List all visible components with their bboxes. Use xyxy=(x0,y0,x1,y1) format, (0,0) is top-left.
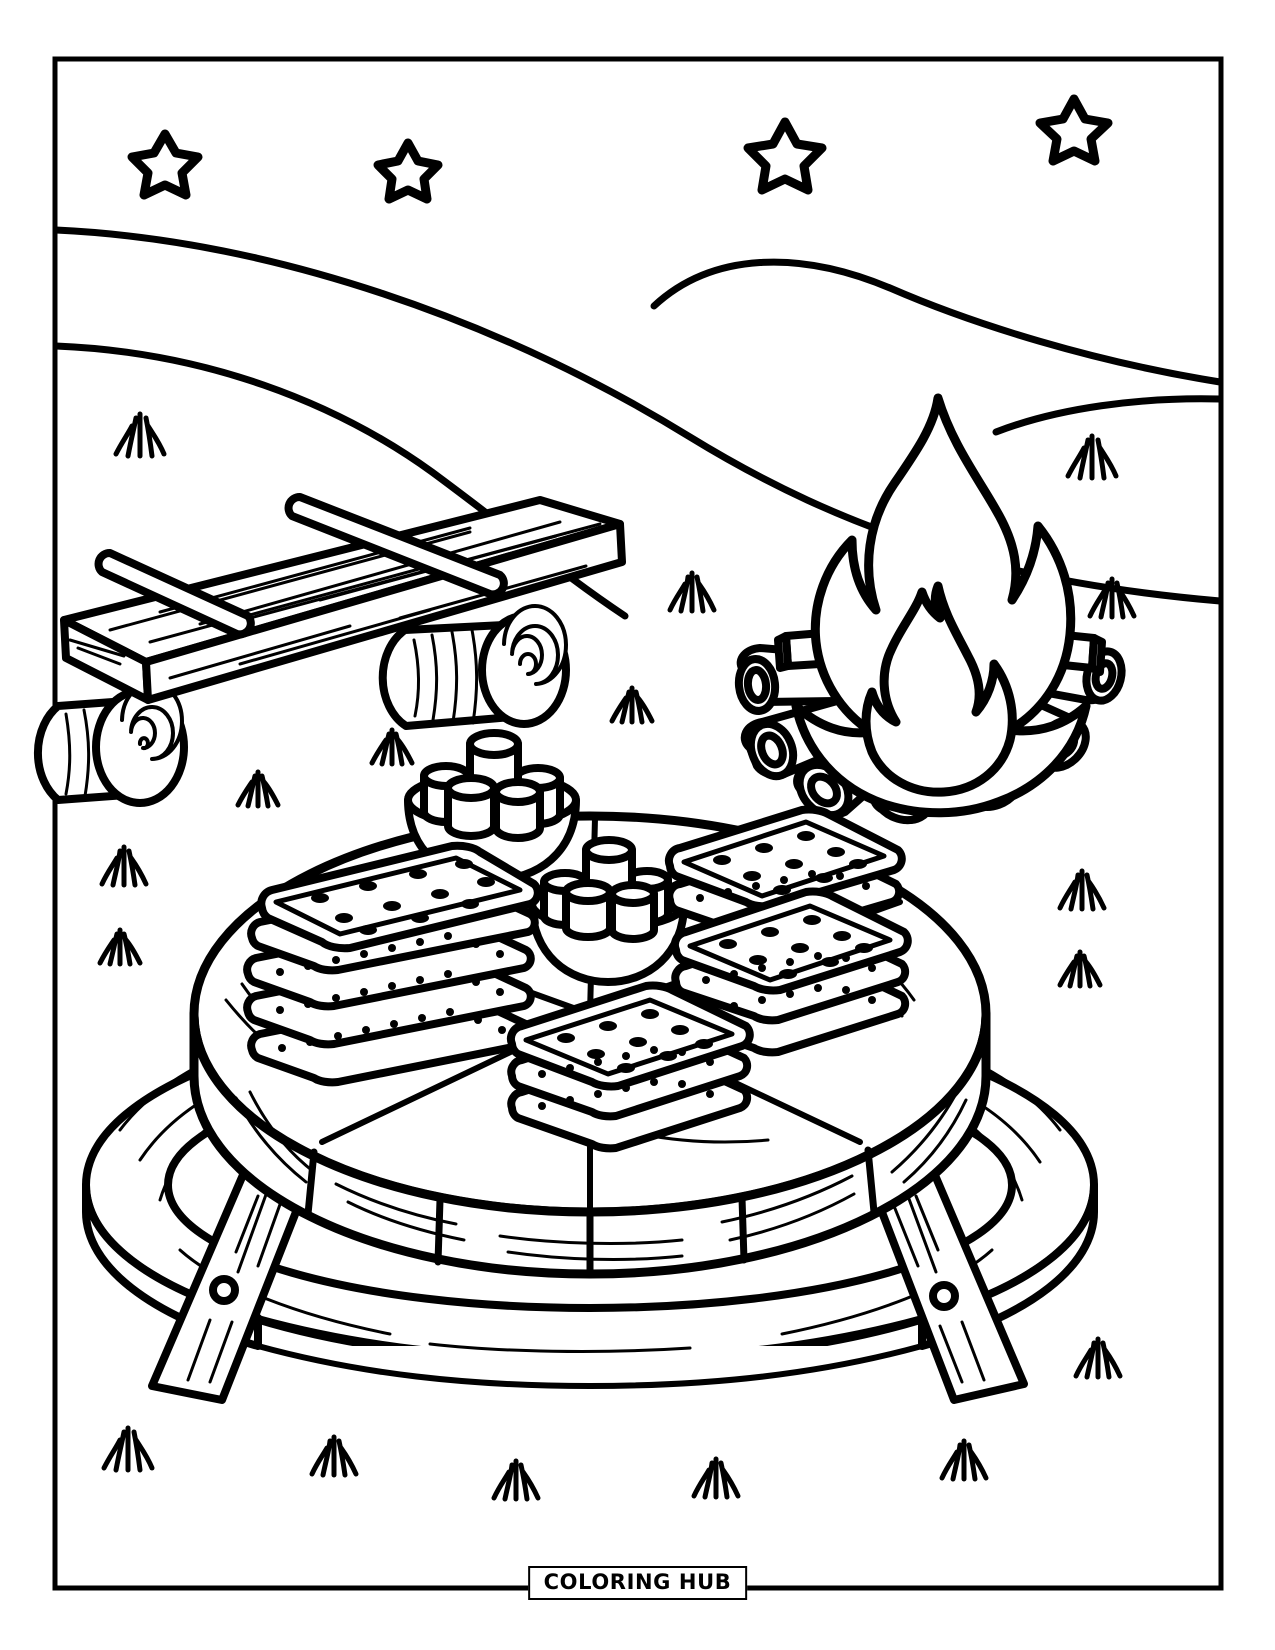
grass-tuft xyxy=(491,1458,541,1502)
marshmallow-top xyxy=(562,879,614,905)
campfire xyxy=(734,393,1126,825)
cracker-top-face xyxy=(687,903,893,983)
star-icon xyxy=(373,138,443,204)
grass-tuft xyxy=(1073,1336,1123,1380)
campfire-log-ring xyxy=(743,666,771,704)
campfire-log-back xyxy=(1088,634,1106,676)
flame-inner xyxy=(861,581,1017,797)
grass-tuft xyxy=(1087,576,1137,620)
grass-tuft xyxy=(235,769,281,809)
grass-tuft xyxy=(113,411,167,459)
grass-tuft xyxy=(309,1434,359,1478)
table-rim-grain xyxy=(234,1088,968,1261)
cracker-edge-dots xyxy=(538,1046,714,1110)
leg-screw xyxy=(929,1281,959,1311)
marshmallow-top xyxy=(466,729,522,759)
grass-tuft xyxy=(97,927,143,967)
table-rim xyxy=(189,1009,991,1279)
grass-tuft xyxy=(939,1438,989,1482)
marshmallow-top xyxy=(608,881,658,907)
marshmallow-bowl-front xyxy=(528,836,688,986)
marshmallow-top xyxy=(582,836,636,864)
cracker-docking-dots xyxy=(557,1009,713,1073)
star-icon xyxy=(743,117,827,195)
log-bench xyxy=(33,493,626,807)
campfire-log-ring xyxy=(807,772,841,808)
footer-brand-label: COLORING HUB xyxy=(543,1570,732,1594)
hill-back-right xyxy=(650,258,1224,386)
grass-tuft xyxy=(691,1456,741,1500)
star-icon xyxy=(127,129,203,200)
smore-stack-left xyxy=(243,841,542,1087)
cracker-edge-dots xyxy=(276,932,506,1052)
leg-screw xyxy=(209,1275,239,1305)
marshmallow-top xyxy=(444,774,498,802)
roasting-stick xyxy=(284,493,508,599)
cracker-edge-dots xyxy=(702,952,876,1016)
grass-tuft xyxy=(369,727,415,767)
cracker-docking-dots xyxy=(713,831,867,895)
grass-tuft xyxy=(667,570,717,614)
grass-tuft xyxy=(609,685,655,725)
bench-support-log-right xyxy=(378,604,570,730)
grass-tuft xyxy=(99,844,149,888)
cracker-docking-dots xyxy=(311,859,495,935)
cracker-top-face xyxy=(523,997,735,1077)
star-icon xyxy=(1035,94,1113,166)
bench-support-log-left xyxy=(33,681,188,807)
grass-tuft xyxy=(1065,433,1119,481)
star-group xyxy=(127,94,1113,204)
cracker-edge-dots xyxy=(696,870,870,902)
marshmallow-top xyxy=(492,778,544,806)
hill-front-right xyxy=(992,395,1224,436)
grass-tuft xyxy=(1057,949,1103,989)
grass-tuft xyxy=(101,1425,155,1473)
campfire-log-ring xyxy=(757,731,787,769)
grass-tuft xyxy=(1057,868,1107,912)
cracker-docking-dots xyxy=(719,915,873,979)
roasting-stick xyxy=(94,549,255,639)
grass-tufts xyxy=(97,411,1137,1502)
smore-front-center xyxy=(506,981,754,1153)
footer-brand-badge: COLORING HUB xyxy=(527,1566,748,1600)
cracker-top-face xyxy=(681,819,887,899)
campfire-log-back xyxy=(774,632,792,672)
